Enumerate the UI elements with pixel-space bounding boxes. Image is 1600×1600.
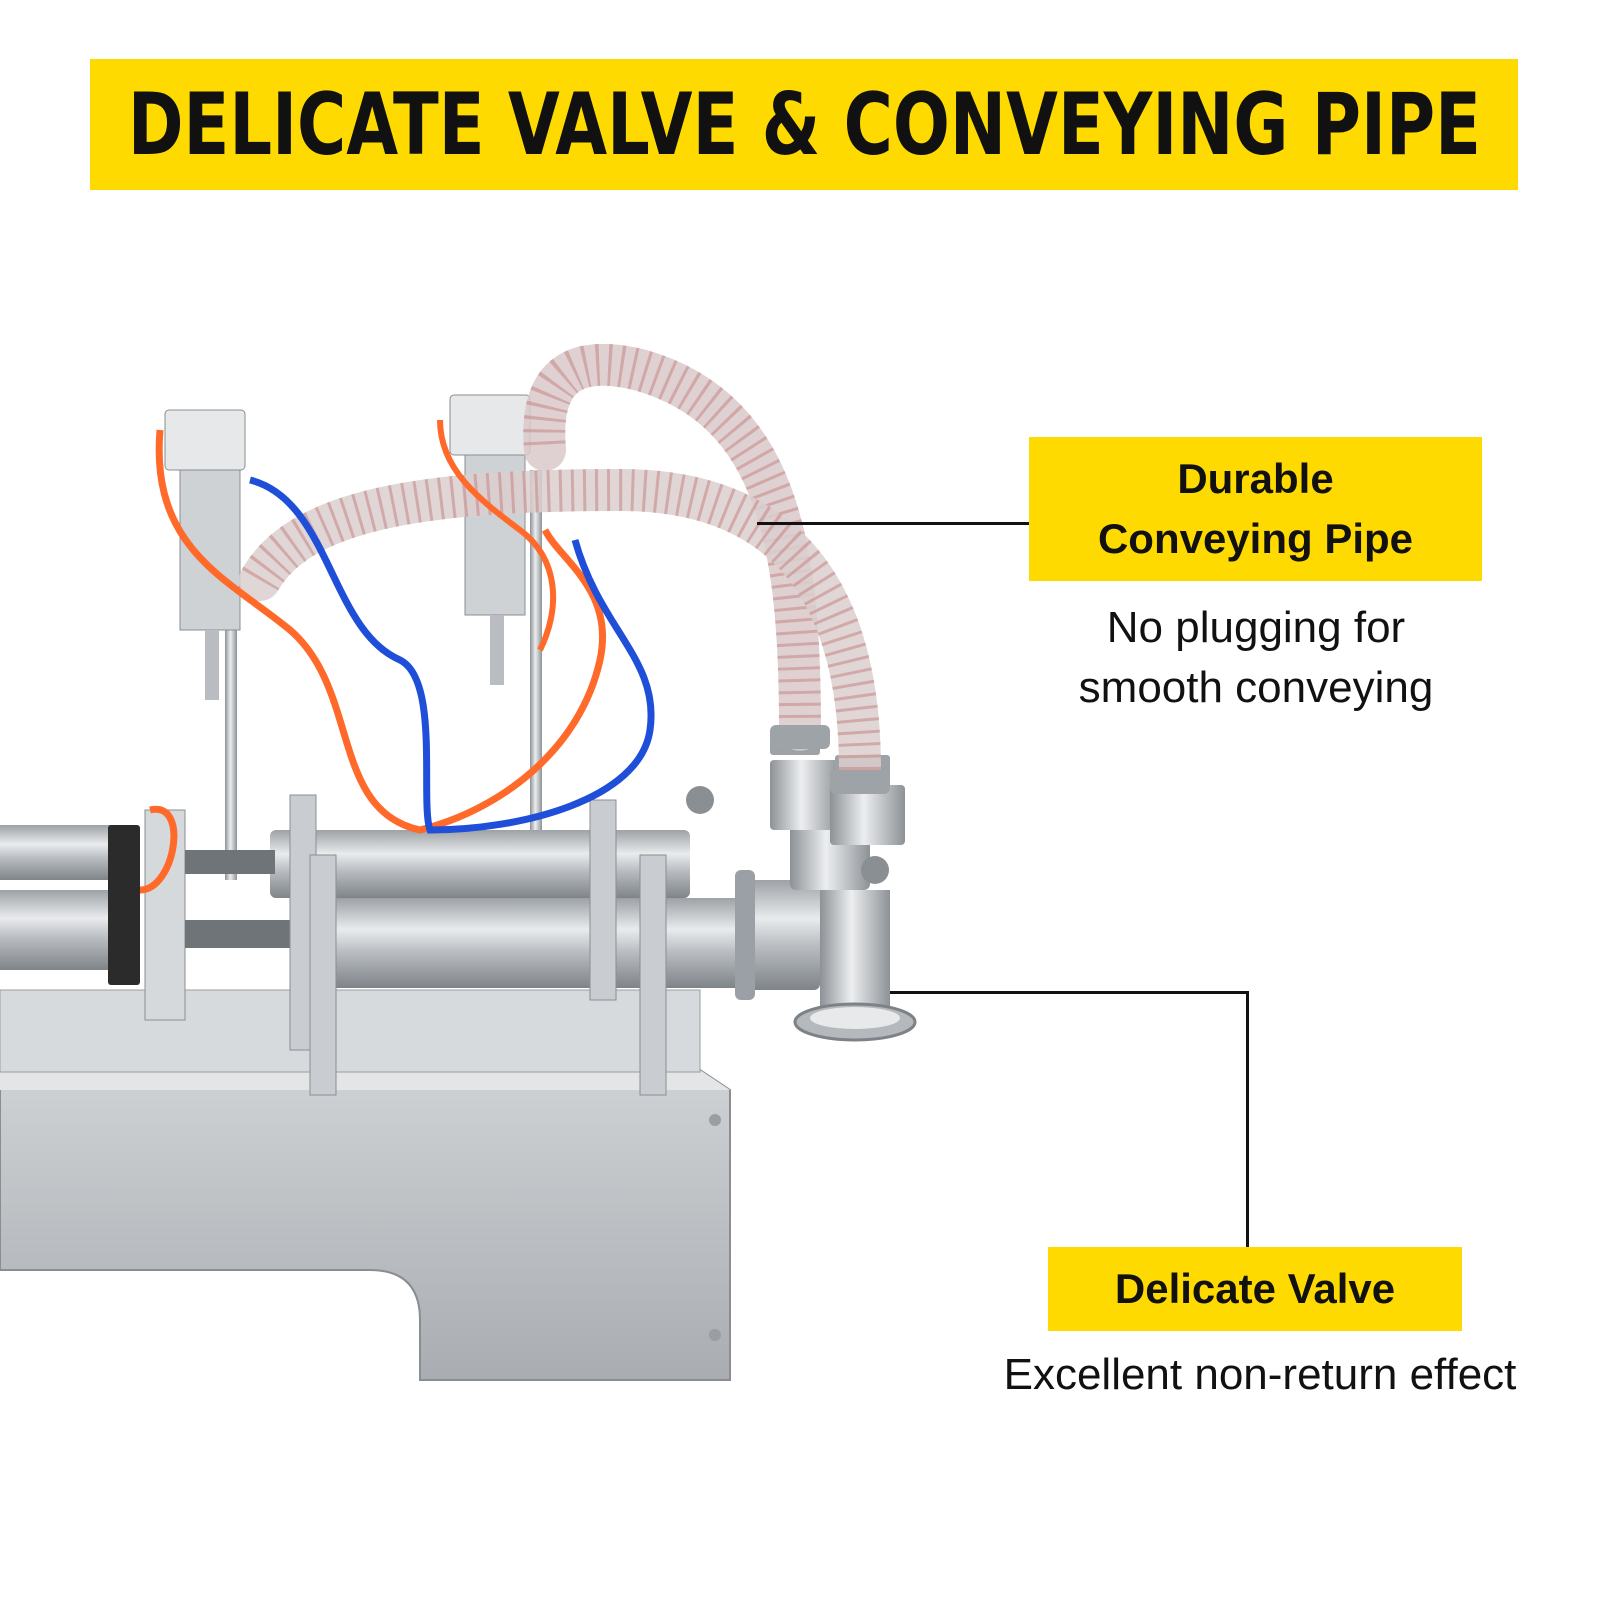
headline-banner: DELICATE VALVE & CONVEYING PIPE	[90, 59, 1518, 190]
delicate-valve-label: Delicate Valve	[1048, 1247, 1462, 1331]
delicate-valve-description-line1: Excellent non-return effect	[1003, 1350, 1517, 1399]
durable-pipe-title-line2: Conveying Pipe	[1097, 515, 1414, 562]
filling-machine-photo	[0, 343, 917, 1381]
durable-pipe-label: Durable Conveying Pipe	[1029, 437, 1482, 581]
durable-pipe-description-line1: No plugging for	[1106, 603, 1406, 652]
headline-text: DELICATE VALVE & CONVEYING PIPE	[127, 74, 1481, 175]
delicate-valve-title: Delicate Valve	[1114, 1265, 1396, 1312]
valve-leader-line-vertical	[1246, 991, 1249, 1247]
pipe-leader-line	[757, 522, 1029, 525]
durable-pipe-description-line2: smooth conveying	[1078, 663, 1434, 712]
delicate-valve-description: Excellent non-return effect	[940, 1345, 1580, 1405]
durable-pipe-title-line1: Durable	[1177, 455, 1334, 502]
durable-pipe-description: No plugging for smooth conveying	[1000, 598, 1512, 718]
valve-leader-line-horizontal	[890, 991, 1248, 994]
